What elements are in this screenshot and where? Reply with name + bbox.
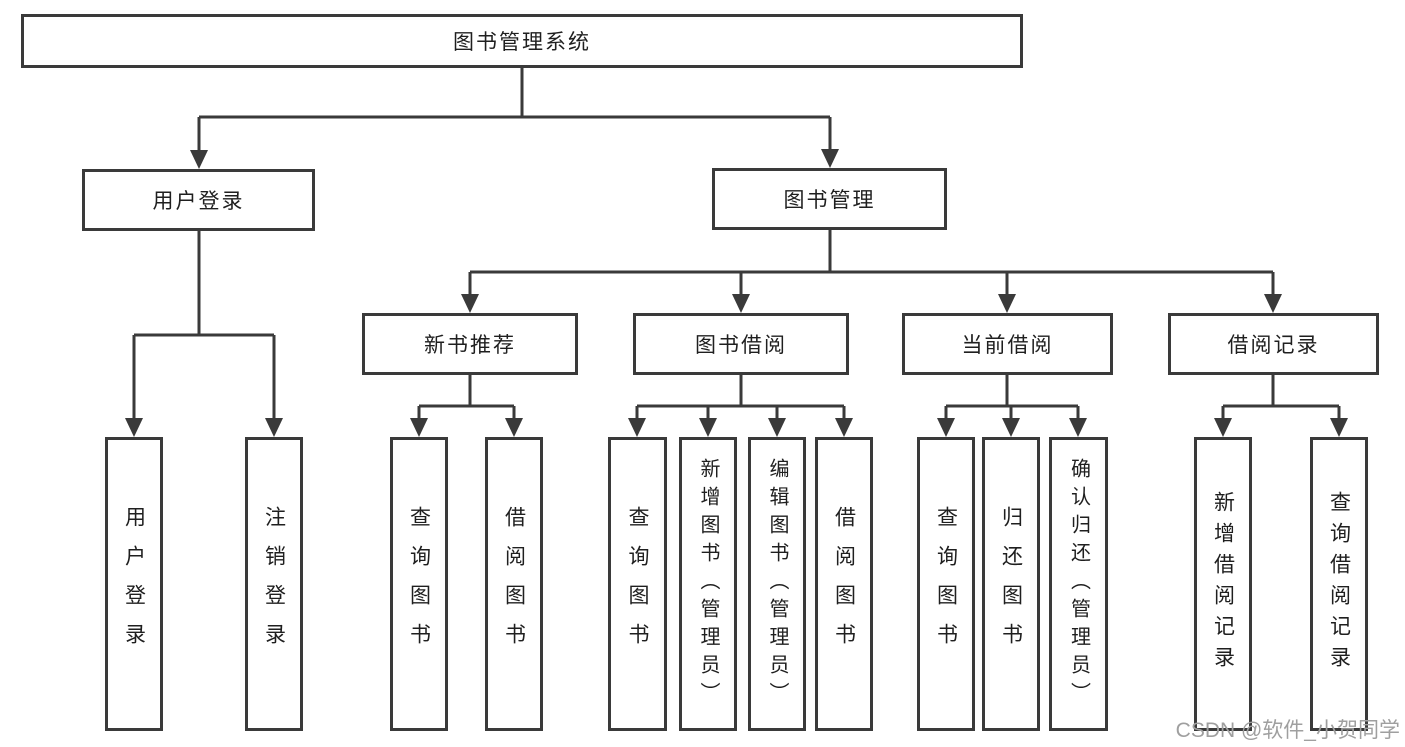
node-label: 查询借阅记录 (1327, 491, 1351, 677)
leaf-query-books-1: 查询图书 (390, 437, 448, 731)
node-label: 新增借阅记录 (1211, 491, 1235, 677)
leaf-query-borrow-record: 查询借阅记录 (1310, 437, 1368, 731)
arrowheads (125, 149, 1348, 437)
node-label: 确认归还（管理员） (1067, 458, 1090, 710)
node-label: 注销登录 (262, 506, 286, 662)
node-user-login: 用户登录 (82, 169, 315, 231)
node-label: 图书借阅 (695, 334, 787, 357)
leaf-borrow-books-1: 借阅图书 (485, 437, 543, 731)
node-label: 新增图书（管理员） (697, 458, 719, 710)
node-label: 借阅图书 (502, 506, 526, 662)
node-new-book-recommend: 新书推荐 (362, 313, 578, 375)
node-borrow-records: 借阅记录 (1168, 313, 1379, 375)
leaf-edit-book-admin: 编辑图书（管理员） (748, 437, 806, 731)
leaf-logout: 注销登录 (245, 437, 303, 731)
leaf-add-borrow-record: 新增借阅记录 (1194, 437, 1252, 731)
csdn-watermark: CSDN @软件_小贺同学 (1175, 719, 1400, 742)
node-label: 用户登录 (152, 190, 245, 213)
node-label: 借阅图书 (832, 506, 856, 662)
node-label: 查询图书 (407, 506, 431, 662)
node-label: 查询图书 (626, 506, 649, 662)
node-label: 当前借阅 (961, 334, 1054, 357)
node-label: 借阅记录 (1227, 334, 1320, 357)
leaf-query-books-2: 查询图书 (608, 437, 667, 731)
node-label: 图书管理 (783, 189, 876, 212)
node-book-management: 图书管理 (712, 168, 947, 230)
node-label: 图书管理系统 (453, 31, 591, 54)
node-book-borrow: 图书借阅 (633, 313, 849, 375)
leaf-user-login: 用户登录 (105, 437, 163, 731)
leaf-query-books-3: 查询图书 (917, 437, 975, 731)
node-current-borrow: 当前借阅 (902, 313, 1113, 375)
leaf-borrow-books-2: 借阅图书 (815, 437, 873, 731)
leaf-return-book: 归还图书 (982, 437, 1040, 731)
node-label: 用户登录 (122, 506, 146, 662)
node-label: 编辑图书（管理员） (766, 458, 788, 710)
node-label: 归还图书 (999, 506, 1023, 662)
node-label: 查询图书 (934, 506, 958, 662)
leaf-add-book-admin: 新增图书（管理员） (679, 437, 737, 731)
node-root-system: 图书管理系统 (21, 14, 1023, 68)
leaf-confirm-return-admin: 确认归还（管理员） (1049, 437, 1108, 731)
node-label: 新书推荐 (424, 334, 516, 357)
